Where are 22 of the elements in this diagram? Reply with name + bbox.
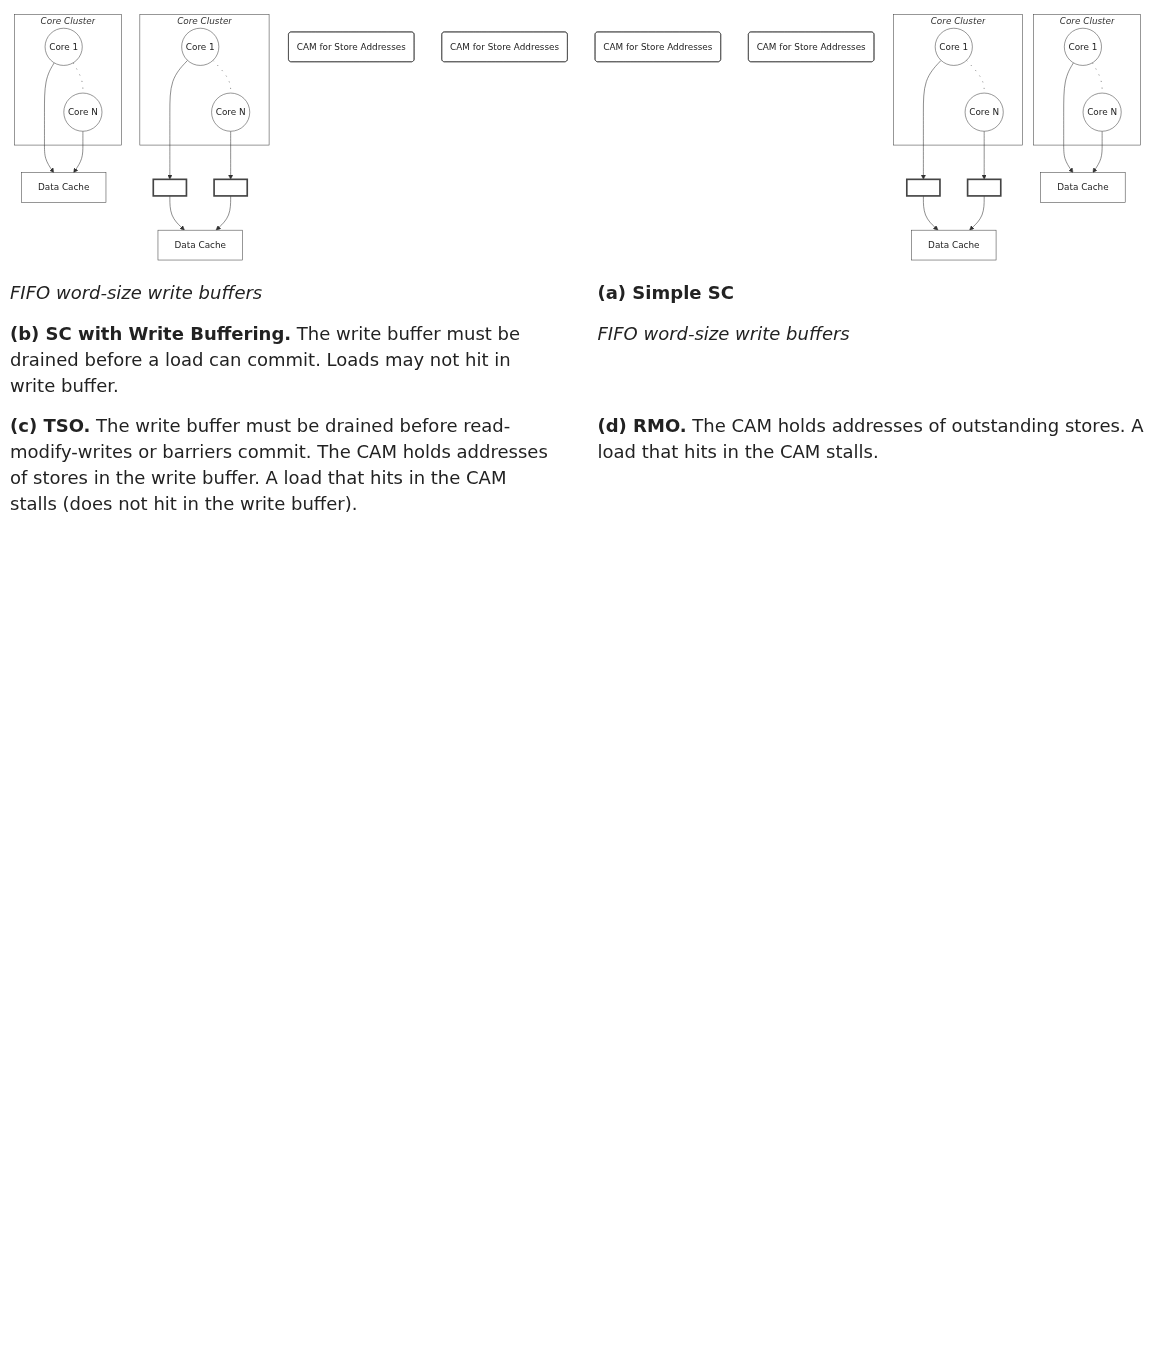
- panel-caption: (c) TSO. The write buffer must be drained before read-modify-writes or barriers commit. The CAM holds addresses of stores in the write buffer. A load that hits in the CAM stalls (does not hit in the write buffer).: [10, 413, 549, 517]
- node-box: Data Cache: [21, 172, 107, 203]
- panel-caption: (b) SC with Write Buffering. The write buffer must be drained before a load can commit. Loads may not hit in write buffer.: [10, 321, 522, 398]
- node-box: Data Cache: [1040, 172, 1126, 203]
- node-circle: Core N: [964, 92, 1004, 132]
- node-box: Data Cache: [911, 229, 997, 261]
- node-circle: Core N: [63, 92, 103, 132]
- node-box: [152, 178, 188, 197]
- node-box: [966, 178, 1002, 197]
- node-box: [213, 178, 249, 197]
- node-circle: Core 1: [181, 27, 220, 66]
- panel-caption: (d) RMO. The CAM holds addresses of outstanding stores. A load that hits in the CAM stalls.: [597, 413, 1145, 464]
- node-circle: Core 1: [1064, 27, 1102, 66]
- buffer-note: FIFO word-size write buffers: [10, 281, 264, 306]
- buffer-note: FIFO word-size write buffers: [597, 321, 851, 346]
- node-circle: Core 1: [934, 27, 973, 66]
- node-circle: Core N: [1082, 92, 1122, 132]
- node-box: Data Cache: [157, 229, 243, 261]
- node-circle: Core N: [211, 92, 251, 132]
- panel-caption: (a) Simple SC: [597, 281, 735, 306]
- node-box: [905, 178, 941, 197]
- node-circle: Core 1: [44, 27, 83, 66]
